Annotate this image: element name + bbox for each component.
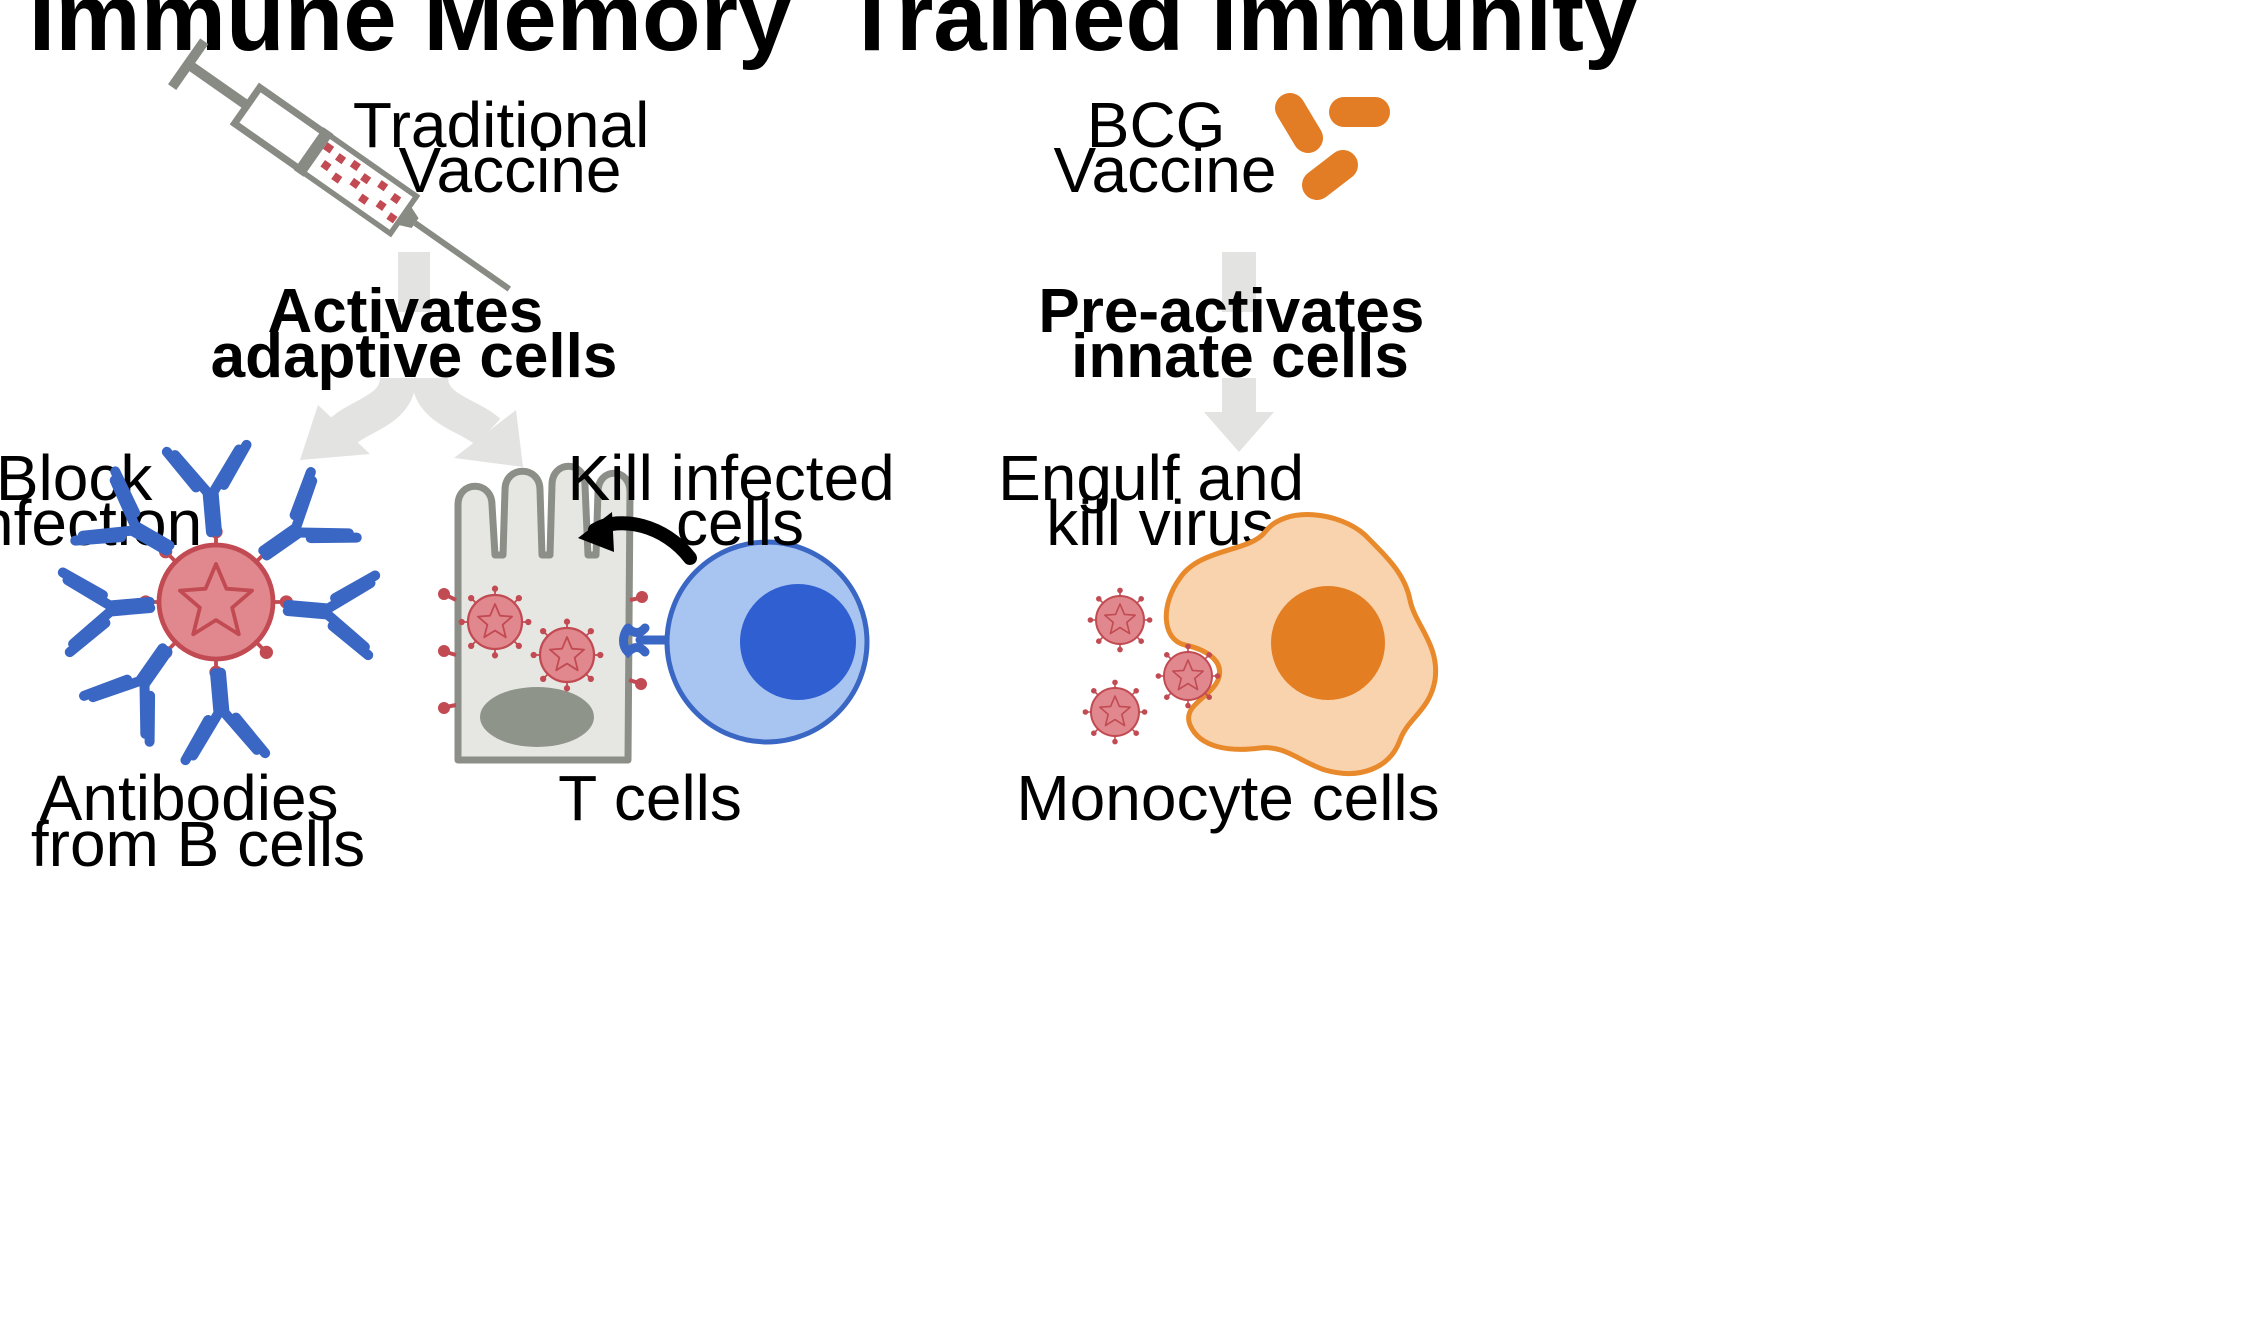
kill-infected-cells-label: Kill infected cells [567, 442, 912, 559]
virus-icon [458, 585, 532, 659]
antibodies-b-cells-label: Antibodies from B cells [31, 762, 365, 880]
t-cell-icon [619, 539, 870, 745]
syringe-icon [168, 38, 512, 292]
virus-icon [1082, 679, 1148, 745]
flow-arrows [300, 252, 1274, 467]
virus-icon [1155, 643, 1221, 709]
t-cells-label: T cells [558, 762, 742, 834]
activates-adaptive-label: Activates adaptive cells [211, 277, 618, 391]
antibody-icon [285, 568, 376, 655]
monocyte-icon [1163, 512, 1439, 776]
bcg-vaccine-label: BCG Vaccine [1054, 89, 1277, 206]
traditional-vaccine-label: Traditional Vaccine [353, 89, 667, 206]
pre-activates-innate-label: Pre-activates innate cells [1038, 277, 1441, 391]
virus-icon [530, 618, 604, 692]
engulf-kill-virus-label: Engulf and kill virus [998, 442, 1322, 559]
virus-icon [1087, 587, 1153, 653]
antibody-icon [63, 565, 154, 652]
kill-arrowhead [578, 512, 614, 552]
block-infection-label: Block infection [0, 442, 202, 559]
trained-immunity-title: Trained Immunity [843, 0, 1638, 71]
immune-memory-title: Immune Memory [29, 0, 792, 71]
antibody-icon [178, 670, 265, 761]
monocyte-cells-label: Monocyte cells [1016, 762, 1439, 834]
bcg-bacteria-icon [1275, 93, 1390, 200]
